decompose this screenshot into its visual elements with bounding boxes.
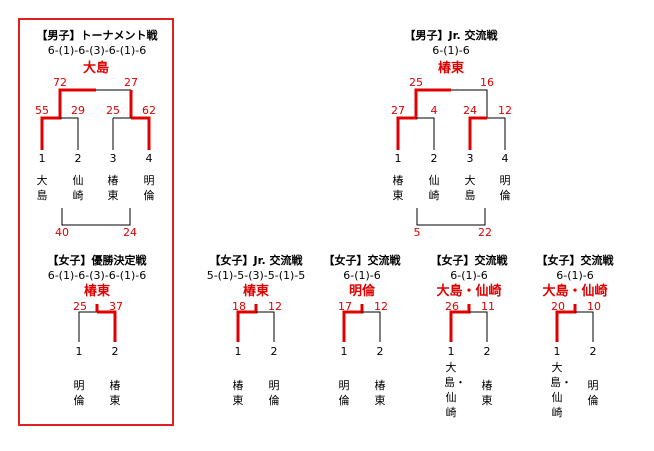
boys-jr-title: 【男子】Jr. 交流戦 (404, 29, 498, 42)
team-name: 仙崎 (428, 174, 440, 202)
team-name: 椿東 (107, 174, 119, 202)
boys-tournament-winner: 大島 (82, 61, 110, 76)
score-label: 25 (73, 300, 87, 313)
girls-jr-rotation: 5-(1)-5-(3)-5-(1)-5 (206, 269, 306, 282)
boys-jr-rotation: 6-(1)-6 (432, 44, 470, 57)
team-name: 明倫 (143, 174, 155, 202)
girls-ex1-rotation: 6-(1)-6 (343, 269, 381, 282)
score-label: 72 (53, 76, 67, 89)
score-label: 22 (478, 226, 492, 239)
girls-jr-winner: 椿東 (242, 284, 270, 299)
score-label: 24 (463, 104, 477, 117)
girls-final-title: 【女子】優勝決定戦 (47, 254, 147, 267)
girls-ex2-winner: 大島・仙崎 (436, 284, 502, 299)
score-label: 11 (481, 300, 495, 313)
score-label: 37 (109, 300, 123, 313)
score-label: 20 (551, 300, 565, 313)
team-name: 椿東 (374, 379, 386, 407)
seed-number: 2 (589, 345, 597, 358)
score-label: 62 (142, 104, 156, 117)
girls-ex3-title: 【女子】交流戦 (536, 254, 614, 267)
score-label: 25 (106, 104, 120, 117)
score-label: 29 (71, 104, 85, 117)
girls-ex3-winner: 大島・仙崎 (542, 284, 608, 299)
score-label: 18 (232, 300, 246, 313)
girls-final-winner: 椿東 (83, 284, 111, 299)
team-name: 椿東 (481, 379, 493, 407)
seed-number: 3 (109, 152, 117, 165)
score-label: 27 (391, 104, 405, 117)
score-label: 25 (409, 76, 423, 89)
seed-number: 1 (447, 345, 455, 358)
team-name: 椿東 (232, 379, 244, 407)
seed-number: 1 (75, 345, 83, 358)
team-name: 大島 (36, 174, 48, 202)
girls-jr-title: 【女子】Jr. 交流戦 (209, 254, 303, 267)
team-name: 大島 (464, 174, 476, 202)
score-label: 12 (268, 300, 282, 313)
seed-number: 1 (394, 152, 402, 165)
team-name: 明倫 (73, 379, 85, 407)
boys-tournament-lines (40, 88, 151, 226)
girls-jr-lines (236, 304, 275, 342)
score-label: 4 (430, 104, 438, 117)
girls-ex2-lines (449, 304, 488, 342)
girls-ex2-rotation: 6-(1)-6 (450, 269, 488, 282)
score-label: 26 (445, 300, 459, 313)
score-label: 16 (480, 76, 494, 89)
seed-number: 2 (430, 152, 438, 165)
team-name: 仙崎 (72, 174, 84, 202)
seed-number: 1 (38, 152, 46, 165)
score-label: 55 (35, 104, 49, 117)
seed-number: 4 (145, 152, 153, 165)
seed-number: 1 (340, 345, 348, 358)
boys-jr-winner: 椿東 (437, 61, 465, 76)
girls-final-lines (78, 304, 117, 342)
seed-number: 2 (270, 345, 278, 358)
score-label: 12 (498, 104, 512, 117)
team-name: 明倫 (338, 379, 350, 407)
team-name: 大島・仙崎 (550, 361, 572, 419)
seed-number: 1 (234, 345, 242, 358)
seed-number: 4 (501, 152, 509, 165)
score-label: 24 (123, 226, 137, 239)
seed-number: 1 (553, 345, 561, 358)
boys-tournament-title: 【男子】トーナメント戦 (36, 29, 158, 42)
boys-tournament-rotation: 6-(1)-6-(3)-6-(1)-6 (47, 44, 147, 57)
score-label: 40 (55, 226, 69, 239)
girls-ex1-title: 【女子】交流戦 (323, 254, 401, 267)
score-label: 17 (338, 300, 352, 313)
team-name: 椿東 (109, 379, 121, 407)
girls-final-rotation: 6-(1)-6-(3)-6-(1)-6 (47, 269, 147, 282)
score-label: 12 (374, 300, 388, 313)
seed-number: 2 (376, 345, 384, 358)
seed-number: 2 (111, 345, 119, 358)
girls-ex3-lines (555, 304, 594, 342)
team-name: 明倫 (499, 174, 511, 202)
girls-ex2-title: 【女子】交流戦 (430, 254, 508, 267)
seed-number: 2 (74, 152, 82, 165)
team-name: 椿東 (392, 174, 404, 202)
seed-number: 2 (483, 345, 491, 358)
highlight-frame (18, 18, 174, 426)
team-name: 明倫 (587, 379, 599, 407)
girls-ex3-rotation: 6-(1)-6 (556, 269, 594, 282)
score-label: 10 (587, 300, 601, 313)
boys-jr-lines (396, 88, 506, 226)
team-name: 大島・仙崎 (444, 361, 466, 419)
girls-ex1-winner: 明倫 (348, 284, 376, 299)
girls-ex1-lines (342, 304, 381, 342)
score-label: 5 (413, 226, 421, 239)
team-name: 明倫 (268, 379, 280, 407)
seed-number: 3 (466, 152, 474, 165)
score-label: 27 (124, 76, 138, 89)
